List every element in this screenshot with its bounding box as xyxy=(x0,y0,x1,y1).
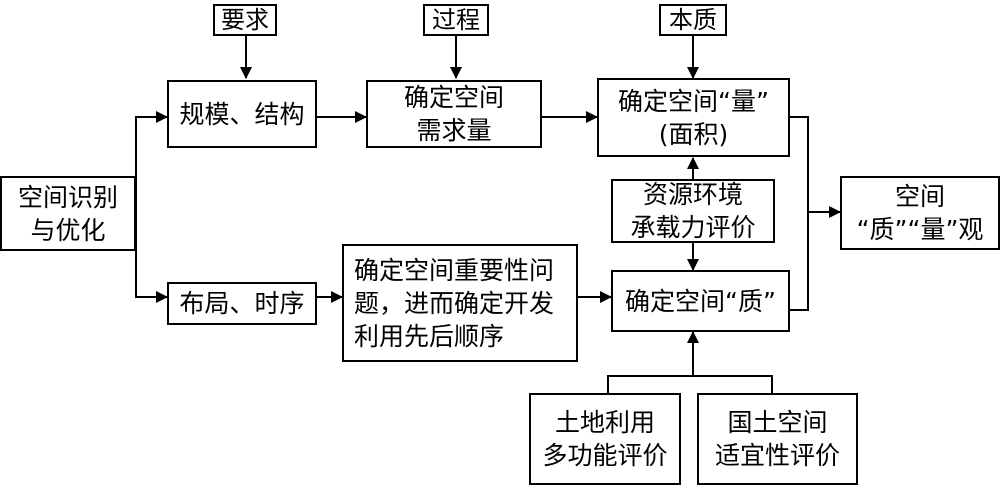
node-liang: 确定空间“量” (面积) xyxy=(597,78,790,157)
label-yaoqiu: 要求 xyxy=(213,4,277,36)
node-kongjian-shibie-line1: 空间识别 xyxy=(17,182,118,212)
node-liang-line2: (面积) xyxy=(658,119,729,149)
label-benzhi: 本质 xyxy=(659,4,727,36)
node-zhongyaoxing-line1: 确定空间重要性问 xyxy=(354,255,555,285)
node-ziyuan-line1: 资源环境 xyxy=(642,180,743,209)
node-tudi: 土地利用 多功能评价 xyxy=(529,393,681,485)
node-guotu-line2: 适宜性评价 xyxy=(714,441,840,470)
node-guimo: 规模、结构 xyxy=(167,80,317,148)
split-bracket xyxy=(135,116,157,298)
node-guotu-line1: 国土空间 xyxy=(727,408,828,437)
node-zhongyaoxing-line3: 利用先后顺序 xyxy=(354,321,505,351)
node-tudi-line1: 土地利用 xyxy=(554,408,655,437)
node-guan: 空间 “质”“量”观 xyxy=(840,176,1000,250)
label-benzhi-text: 本质 xyxy=(669,6,717,34)
node-kongjian-shibie: 空间识别 与优化 xyxy=(0,176,136,251)
node-guimo-text: 规模、结构 xyxy=(179,99,305,129)
node-zhi: 确定空间“质” xyxy=(611,270,790,332)
node-liang-line1: 确定空间“量” xyxy=(618,86,769,116)
node-tudi-line2: 多功能评价 xyxy=(542,441,668,470)
node-zhongyaoxing: 确定空间重要性问 题，进而确定开发 利用先后顺序 xyxy=(342,244,578,362)
node-ziyuan: 资源环境 承载力评价 xyxy=(611,179,775,243)
node-guotu: 国土空间 适宜性评价 xyxy=(697,393,858,485)
node-xuqiuliang-line1: 确定空间 xyxy=(403,83,504,112)
merge-line-right xyxy=(790,116,809,311)
node-zhongyaoxing-line2: 题，进而确定开发 xyxy=(354,288,555,318)
node-ziyuan-line2: 承载力评价 xyxy=(630,213,756,242)
bottom-bracket xyxy=(607,375,773,393)
node-xuqiuliang: 确定空间 需求量 xyxy=(366,80,542,148)
label-yaoqiu-text: 要求 xyxy=(221,6,269,34)
node-xuqiuliang-line2: 需求量 xyxy=(416,116,492,145)
label-guocheng: 过程 xyxy=(423,4,489,36)
node-zhi-text: 确定空间“质” xyxy=(625,286,776,316)
node-guan-line1: 空间 xyxy=(894,182,945,211)
label-guocheng-text: 过程 xyxy=(432,6,480,34)
node-buju-text: 布局、时序 xyxy=(179,289,305,318)
node-guan-line2: “质”“量”观 xyxy=(856,215,984,244)
node-kongjian-shibie-line2: 与优化 xyxy=(30,215,106,245)
node-buju: 布局、时序 xyxy=(167,282,317,325)
